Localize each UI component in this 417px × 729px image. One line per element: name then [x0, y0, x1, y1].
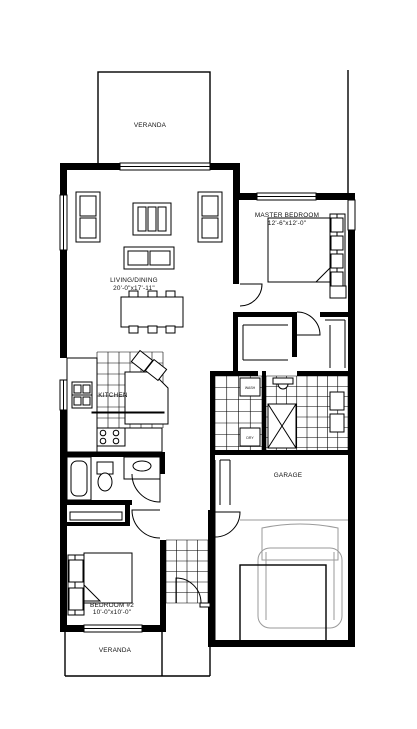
bathroom-2 — [66, 456, 161, 503]
front-door-swing — [175, 577, 202, 604]
bedroom-2-label: BEDROOM #2 — [90, 602, 134, 609]
bedroom-2-furniture — [67, 511, 133, 616]
veranda-top: VERANDA — [97, 71, 211, 165]
veranda-bottom — [64, 632, 211, 677]
interior-walls — [60, 196, 350, 526]
washer-label: WASH — [245, 386, 256, 390]
veranda-bottom-label: VERANDA — [99, 647, 132, 654]
windows — [59, 162, 356, 633]
kitchen-area — [66, 349, 169, 453]
garage-door-swing — [214, 511, 241, 538]
master-bath — [265, 375, 349, 450]
veranda-top-label: VERANDA — [134, 122, 167, 129]
living-dining-label: LIVING/DINING — [110, 277, 158, 284]
living-room-furniture — [75, 191, 223, 334]
master-door-swing — [239, 283, 263, 307]
entry-tiles — [165, 539, 209, 604]
garage-label: GARAGE — [274, 472, 303, 479]
master-bedroom-size: 12'-6"x12'-0" — [268, 220, 306, 227]
laundry: WASH DRY — [214, 375, 263, 450]
kitchen-label: KITCHEN — [98, 392, 128, 399]
bedroom-2-size: 10'-0"x10'-0" — [93, 609, 131, 616]
garage — [214, 459, 348, 644]
master-bedroom-label: MASTER BEDROOM — [255, 212, 319, 219]
bedroom2-door-swing — [131, 509, 161, 539]
living-dining-size: 20'-0"x17'-11" — [113, 285, 155, 292]
dryer-label: DRY — [246, 436, 254, 440]
master-bedroom-furniture — [267, 213, 347, 299]
master-closet — [242, 311, 346, 368]
